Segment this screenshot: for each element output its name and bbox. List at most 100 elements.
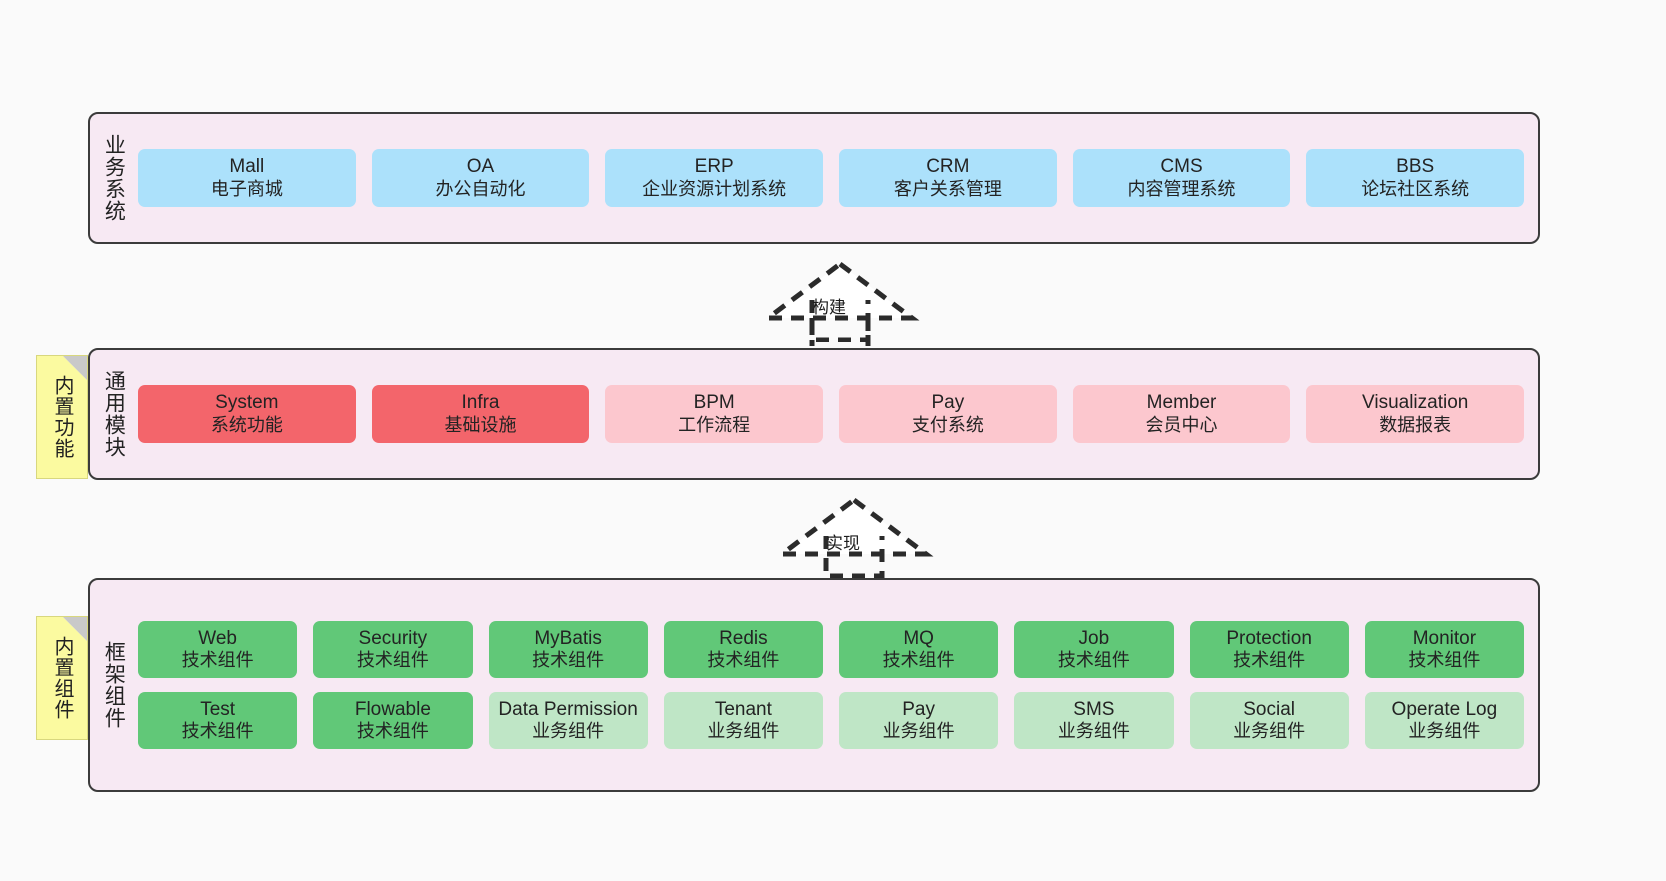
card-subtitle: 企业资源计划系统 (642, 178, 787, 199)
card-title: Mall (229, 156, 265, 178)
card-title: Operate Log (1391, 699, 1498, 720)
layer-business-systems-title: 业务系统 (102, 134, 126, 222)
card-subtitle: 技术组件 (1057, 650, 1130, 671)
card-title: Redis (719, 627, 768, 649)
card-title: CRM (926, 156, 970, 178)
card-subtitle: 技术组件 (882, 650, 955, 671)
card-subtitle: 支付系统 (911, 414, 984, 435)
card-subtitle: 办公自动化 (435, 178, 526, 199)
note-builtin-components-label: 内置组件 (51, 636, 73, 720)
card-title: Infra (461, 392, 500, 414)
card-subtitle: 业务组件 (532, 721, 605, 742)
card-title: Visualization (1362, 392, 1469, 414)
card-subtitle: 技术组件 (356, 650, 429, 671)
card-title: Web (198, 627, 237, 649)
card-subtitle: 技术组件 (707, 650, 780, 671)
card-subtitle: 内容管理系统 (1127, 178, 1236, 199)
card-subtitle: 业务组件 (1233, 721, 1306, 742)
card-title: Flowable (354, 699, 431, 720)
card-subtitle: 技术组件 (181, 650, 254, 671)
note-builtin-components: 内置组件 (36, 616, 88, 740)
card-subtitle: 业务组件 (707, 721, 780, 742)
card-subtitle: 业务组件 (1408, 721, 1481, 742)
connector-implement-label: 实现 (826, 534, 860, 553)
card-title: Protection (1226, 627, 1312, 649)
card-title: CMS (1160, 156, 1203, 178)
card-subtitle: 技术组件 (356, 721, 429, 742)
card-subtitle: 技术组件 (181, 721, 254, 742)
card-subtitle: 技术组件 (532, 650, 605, 671)
card-subtitle: 客户关系管理 (893, 178, 1002, 199)
card-title: Tenant (714, 699, 772, 720)
note-builtin-features: 内置功能 (36, 355, 88, 479)
card-title: Social (1243, 699, 1295, 720)
card-subtitle: 业务组件 (1057, 721, 1130, 742)
card-title: SMS (1073, 699, 1115, 720)
card-title: Job (1078, 627, 1110, 649)
card-subtitle: 论坛社区系统 (1361, 178, 1470, 199)
card-title: Pay (931, 392, 965, 414)
connector-build-label: 构建 (812, 298, 846, 317)
card-subtitle: 技术组件 (1408, 650, 1481, 671)
card-title: MyBatis (534, 627, 602, 649)
card-title: System (215, 392, 279, 414)
card-subtitle: 基础设施 (444, 414, 517, 435)
card-title: BBS (1396, 156, 1435, 178)
card-subtitle: 业务组件 (882, 721, 955, 742)
layer-framework-components-title: 框架组件 (102, 641, 126, 729)
card-title: Security (358, 627, 428, 649)
layer-common-modules-title: 通用模块 (102, 370, 126, 458)
note-builtin-features-label: 内置功能 (51, 375, 73, 459)
card-title: Member (1146, 392, 1217, 414)
card-title: ERP (694, 156, 734, 178)
card-title: BPM (693, 392, 735, 414)
card-subtitle: 技术组件 (1233, 650, 1306, 671)
card-subtitle: 会员中心 (1145, 414, 1218, 435)
card-title: Data Permission (498, 699, 638, 720)
card-subtitle: 电子商城 (210, 178, 283, 199)
card-subtitle: 数据报表 (1379, 414, 1452, 435)
card-subtitle: 系统功能 (210, 414, 283, 435)
card-subtitle: 工作流程 (678, 414, 751, 435)
card-title: Test (200, 699, 236, 720)
card-title: OA (466, 156, 495, 178)
